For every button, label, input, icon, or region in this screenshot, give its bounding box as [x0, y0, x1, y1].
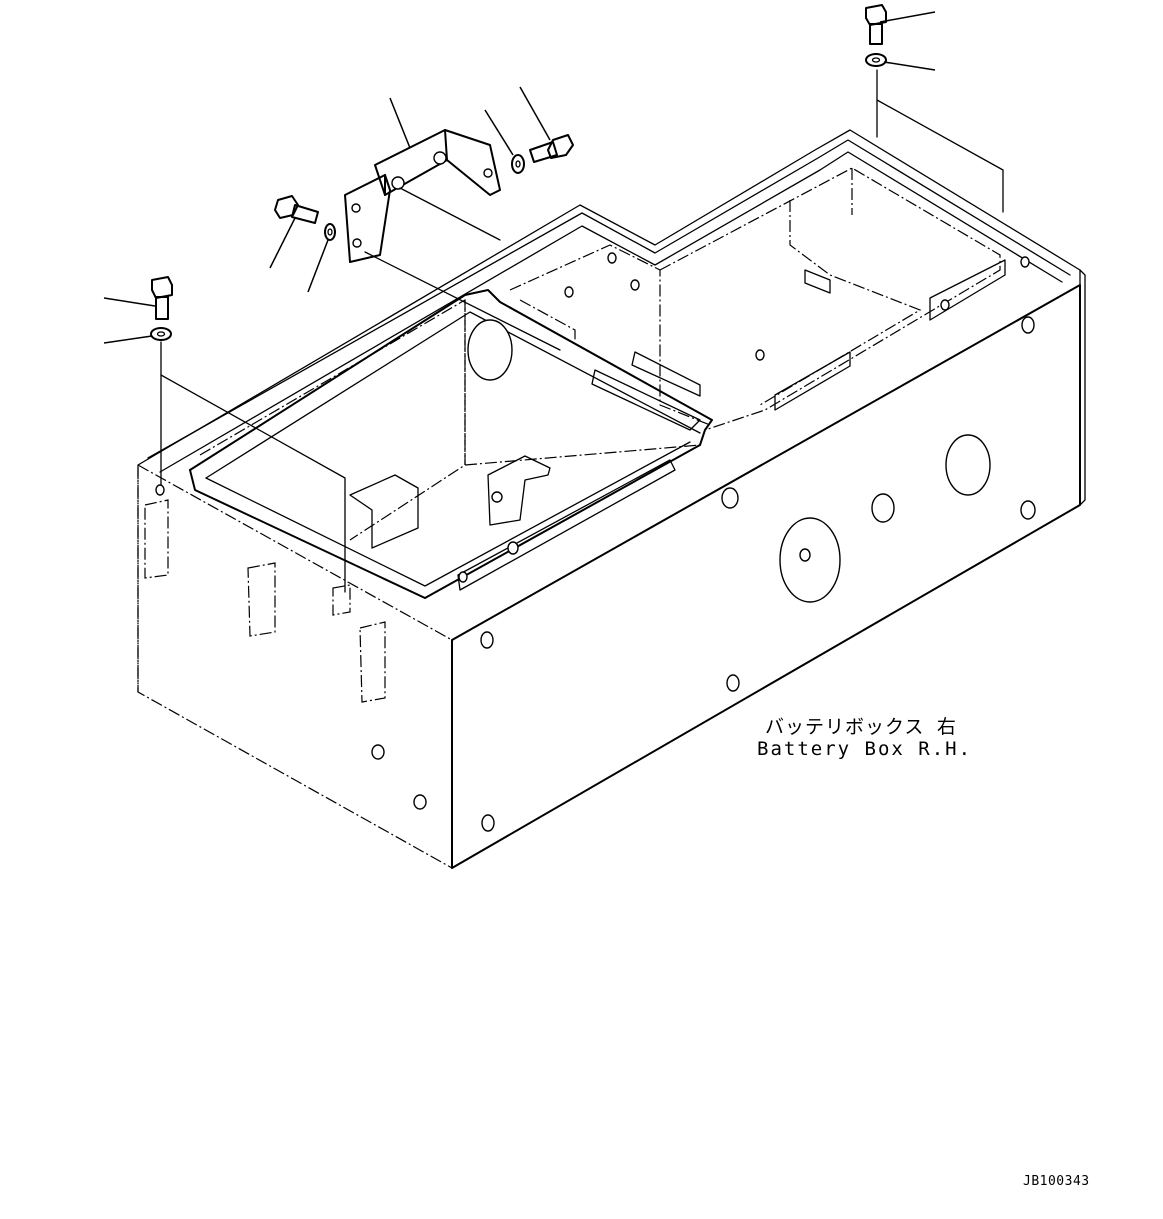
caption-japanese: バッテリボックス 右 [765, 716, 957, 738]
drawing-code: JB100343 [1023, 1174, 1090, 1189]
bracket-icon [344, 129, 501, 263]
washer-icon [150, 53, 887, 341]
bolt-icon [151, 4, 887, 320]
inner-bracket-icon [144, 259, 1006, 703]
mounting-holes [155, 252, 1036, 832]
caption-english: Battery Box R.H. [757, 738, 973, 760]
battery-box-icon [137, 129, 1086, 870]
leader-lines [103, 11, 1004, 593]
